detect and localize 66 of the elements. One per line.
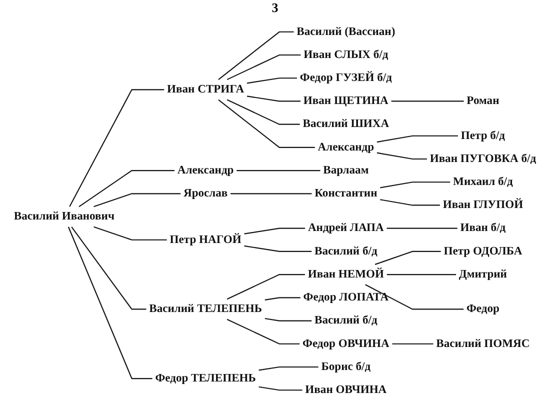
node-text: Константин [314,187,378,200]
node-text: Федор ЛОПАТА [303,291,389,304]
node-text: Иван ПУГОВКА б/д [430,152,536,165]
node-text: Иван ОВЧИНА [305,384,387,396]
node-text: Федор ГУЗЕЙ б/д [300,72,392,84]
connector [94,193,181,208]
node-text: Иван ЩЕТИНА [303,94,388,107]
connector [218,99,315,148]
connector [68,226,152,380]
connector [386,274,456,276]
node-text: Ярослав [183,187,228,200]
node-text: Дмитрий [458,268,507,280]
connector [71,226,146,310]
connector [236,170,320,172]
connector [376,135,458,143]
connector [226,318,300,344]
connector [226,54,301,80]
page-number: 3 [272,0,278,15]
node-text: Андрей ЛАПА [308,222,384,234]
connector [386,228,458,229]
connector [244,245,312,252]
connector [226,274,305,300]
connector [264,318,312,322]
connector [258,366,318,371]
node-text: Василий ШИХА [302,118,390,130]
node-text: Александр [318,140,374,154]
node-text: Василий ПОМЯС [436,337,530,350]
node-text: Петр НАГОЙ [170,233,242,246]
node-text: Василий б/д [314,314,378,327]
connector [69,89,164,207]
node-text: Иван СЛЫХ б/д [304,48,388,61]
connector [365,284,464,310]
node-text: Борис б/д [321,360,371,373]
node-text: Федор [466,302,500,315]
node-text: Василий (Вассиан) [296,25,396,38]
connector [380,182,450,188]
connector [246,78,297,84]
node-text: Иван СТРИГА [167,83,244,96]
node-text: Варлаам [323,164,369,176]
node-text: Михаил б/д [453,176,513,188]
node-text: Федор ТЕЛЕПЕНЬ [155,372,256,384]
connector [391,100,464,102]
connector [78,170,175,208]
connector [392,343,434,344]
node-text: Александр [177,164,234,176]
node-text: Иван ГЛУПОЙ [442,198,524,211]
connector [246,96,301,102]
node-text: Роман [466,94,500,107]
connector [376,152,427,160]
connector [264,297,300,300]
node-text: Василий ТЕЛЕПЕНЬ [149,302,262,315]
connector [94,226,167,240]
connector [258,386,302,391]
node-text: Василий Иванович [14,210,114,223]
node-text: Иван б/д [460,222,506,234]
connector [230,193,312,194]
connector [380,199,440,206]
node-text: Петр ОДОЛБА [444,244,522,258]
node-text: Петр б/д [460,129,505,142]
connector [374,250,441,265]
node-text: Федор ОВЧИНА [302,337,390,350]
connector [244,228,306,234]
node-text: Василий б/д [314,244,378,258]
connector [226,99,300,125]
node-text: Иван НЕМОЙ [308,268,384,280]
connector [218,31,294,80]
